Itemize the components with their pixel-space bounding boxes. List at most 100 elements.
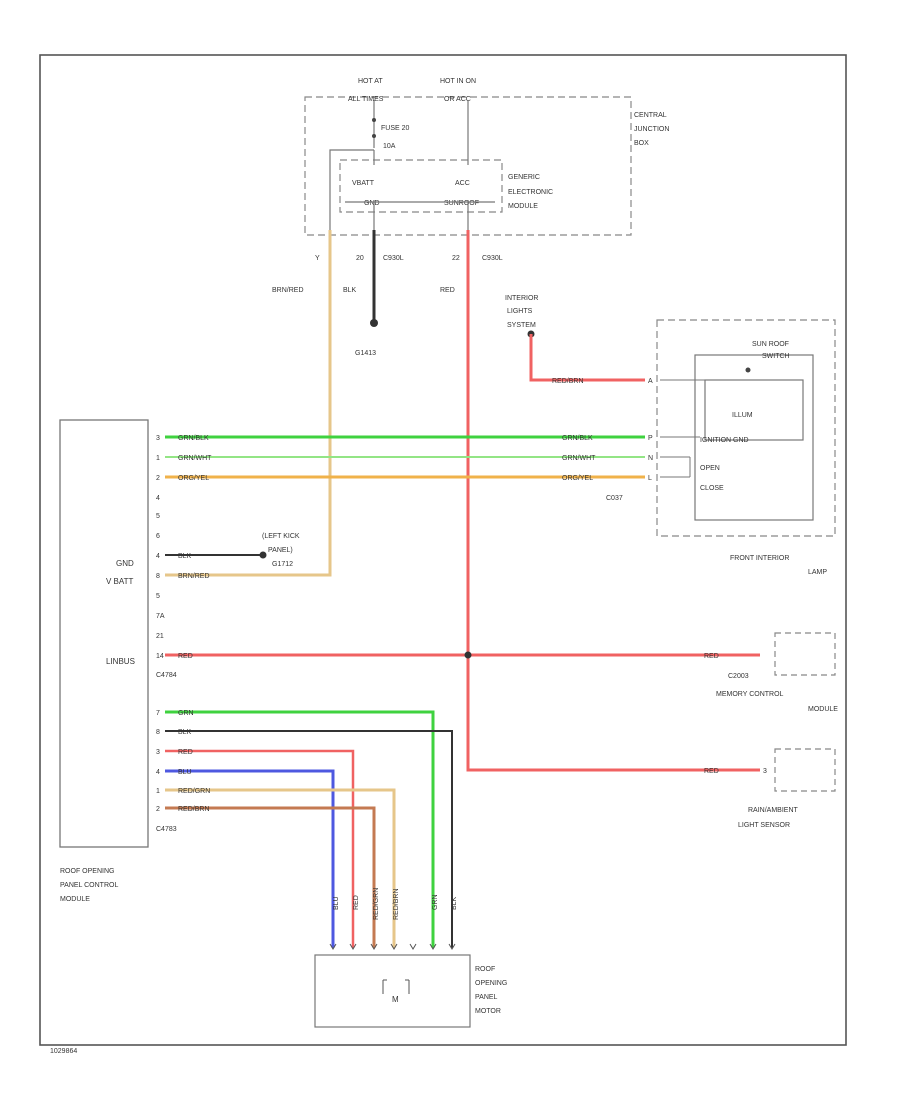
motor-wire-label-red-brn: RED/BRN bbox=[393, 888, 400, 920]
wire-brn-red-vbatt bbox=[165, 230, 332, 577]
motor-wire-label-red: RED bbox=[353, 895, 360, 910]
wire-label-blk: BLK bbox=[178, 729, 192, 736]
label-gem-3: MODULE bbox=[508, 203, 538, 210]
label-vbatt: VBATT bbox=[352, 180, 375, 187]
label-gem-1: GENERIC bbox=[508, 174, 540, 181]
wire-label-blk-left: BLK bbox=[178, 553, 192, 560]
wire-label-red-rain: RED bbox=[704, 768, 719, 775]
label-illum: ILLUM bbox=[732, 412, 753, 419]
pin-number: 1 bbox=[156, 455, 160, 462]
ground-icon bbox=[370, 319, 378, 327]
module-label-gnd: GND bbox=[116, 559, 134, 568]
pin-number: 6 bbox=[156, 533, 160, 540]
fuse-terminal-icon bbox=[372, 118, 376, 122]
front-interior-lamp-label-2: LAMP bbox=[808, 569, 827, 576]
module-name-1: ROOF OPENING bbox=[60, 868, 114, 875]
sunroof-switch-label-1: SUN ROOF bbox=[752, 341, 789, 348]
rain-ambient-label-2: LIGHT SENSOR bbox=[738, 822, 790, 829]
rain-ambient-label-1: RAIN/AMBIENT bbox=[748, 807, 799, 814]
memory-control-label-2: MODULE bbox=[808, 706, 838, 713]
wire-label-red-brn: RED/BRN bbox=[552, 378, 584, 385]
ground-label: G1413 bbox=[355, 350, 376, 357]
pin-p: P bbox=[648, 435, 653, 442]
label-ignition-gnd: IGNITION GND bbox=[700, 437, 749, 444]
ground-icon bbox=[259, 551, 267, 559]
pin-number: 7 bbox=[156, 710, 160, 717]
pin-number: 2 bbox=[156, 475, 160, 482]
motor-symbol: M bbox=[392, 995, 399, 1004]
label-acc: ACC bbox=[455, 180, 470, 187]
label-cjb-1: CENTRAL bbox=[634, 112, 667, 119]
interior-lights-label-1: INTERIOR bbox=[505, 295, 538, 302]
pin-3: 3 bbox=[763, 768, 767, 775]
pin-number: 4 bbox=[156, 495, 160, 502]
label-hot-in-on-2: OR ACC bbox=[444, 96, 471, 103]
generic-electronic-module bbox=[339, 159, 503, 213]
wire-label-red-grn: RED/GRN bbox=[178, 788, 210, 795]
motor-wire-label-red-grn: RED/GRN bbox=[373, 888, 380, 920]
interior-lights-label-3: SYSTEM bbox=[507, 322, 536, 329]
sunroof-switch-label-2: SWITCH bbox=[762, 353, 790, 360]
label-open: OPEN bbox=[700, 465, 720, 472]
diagram-frame bbox=[39, 54, 847, 1046]
memory-control-label-1: MEMORY CONTROL bbox=[716, 691, 784, 698]
wire-label-brn-red-left: BRN/RED bbox=[178, 573, 210, 580]
wire-label-blk: BLK bbox=[343, 287, 357, 294]
memory-control-module bbox=[774, 632, 836, 676]
left-kick-label-3: G1712 bbox=[272, 561, 293, 568]
pin-number: 21 bbox=[156, 633, 164, 640]
module-name-2: PANEL CONTROL bbox=[60, 882, 118, 889]
motor-label-3: PANEL bbox=[475, 994, 498, 1001]
left-kick-label-1: (LEFT KICK bbox=[262, 533, 300, 540]
motor-pin-marks bbox=[329, 943, 456, 950]
label-gem-2: ELECTRONIC bbox=[508, 189, 553, 196]
pin-a: A bbox=[648, 378, 653, 385]
connector-c930l-a: C930L bbox=[383, 255, 404, 262]
connector-c037: C037 bbox=[606, 495, 623, 502]
pin-number: 1 bbox=[156, 788, 160, 795]
label-fuse-1: FUSE 20 bbox=[381, 125, 410, 132]
module-label-vbatt: V BATT bbox=[106, 577, 134, 586]
pin-number: 5 bbox=[156, 513, 160, 520]
wire-label-grn-blk-right: GRN/BLK bbox=[562, 435, 593, 442]
pin-number: 8 bbox=[156, 573, 160, 580]
interior-lights-label-2: LIGHTS bbox=[507, 308, 533, 315]
module-label-linbus: LINBUS bbox=[106, 657, 135, 666]
pin-number: 3 bbox=[156, 435, 160, 442]
connector-c930l-b: C930L bbox=[482, 255, 503, 262]
connector-c4784: C4784 bbox=[156, 672, 177, 679]
pin-y: Y bbox=[315, 255, 320, 262]
label-close: CLOSE bbox=[700, 485, 724, 492]
wire-red-brn-motor bbox=[165, 806, 376, 948]
wire-red-motor bbox=[165, 749, 355, 948]
pin-number: 2 bbox=[156, 806, 160, 813]
wire-red-main bbox=[466, 230, 760, 772]
pin-number: 3 bbox=[156, 749, 160, 756]
connector-c2003: C2003 bbox=[728, 673, 749, 680]
connector-c4783: C4783 bbox=[156, 826, 177, 833]
label-hot-at-all-times-1: HOT AT bbox=[358, 78, 383, 85]
wire-label-blu: BLU bbox=[178, 769, 192, 776]
label-cjb-3: BOX bbox=[634, 140, 649, 147]
motor-label-1: ROOF bbox=[475, 966, 495, 973]
wire-label-grn-wht-left: GRN/WHT bbox=[178, 455, 212, 462]
module-name-3: MODULE bbox=[60, 896, 90, 903]
front-interior-lamp bbox=[656, 319, 836, 537]
pin-number: 14 bbox=[156, 653, 164, 660]
label-fuse-2: 10A bbox=[383, 143, 396, 150]
motor-wire-label-blk: BLK bbox=[451, 896, 458, 910]
pin-20: 20 bbox=[356, 255, 364, 262]
roof-opening-panel-control-module bbox=[59, 419, 149, 848]
label-hot-in-on-1: HOT IN ON bbox=[440, 78, 476, 85]
pin-number: 4 bbox=[156, 769, 160, 776]
wire-grn-motor bbox=[165, 710, 435, 948]
pin-number: 7A bbox=[156, 613, 165, 620]
illum-terminal-icon bbox=[745, 367, 751, 373]
motor-label-4: MOTOR bbox=[475, 1008, 501, 1015]
pin-n: N bbox=[648, 455, 653, 462]
fuse-terminal-icon bbox=[372, 134, 376, 138]
wire-label-grn-blk-left: GRN/BLK bbox=[178, 435, 209, 442]
switch-internal-wiring bbox=[660, 379, 705, 478]
wire-label-red-linbus: RED bbox=[178, 653, 193, 660]
pin-number: 8 bbox=[156, 729, 160, 736]
